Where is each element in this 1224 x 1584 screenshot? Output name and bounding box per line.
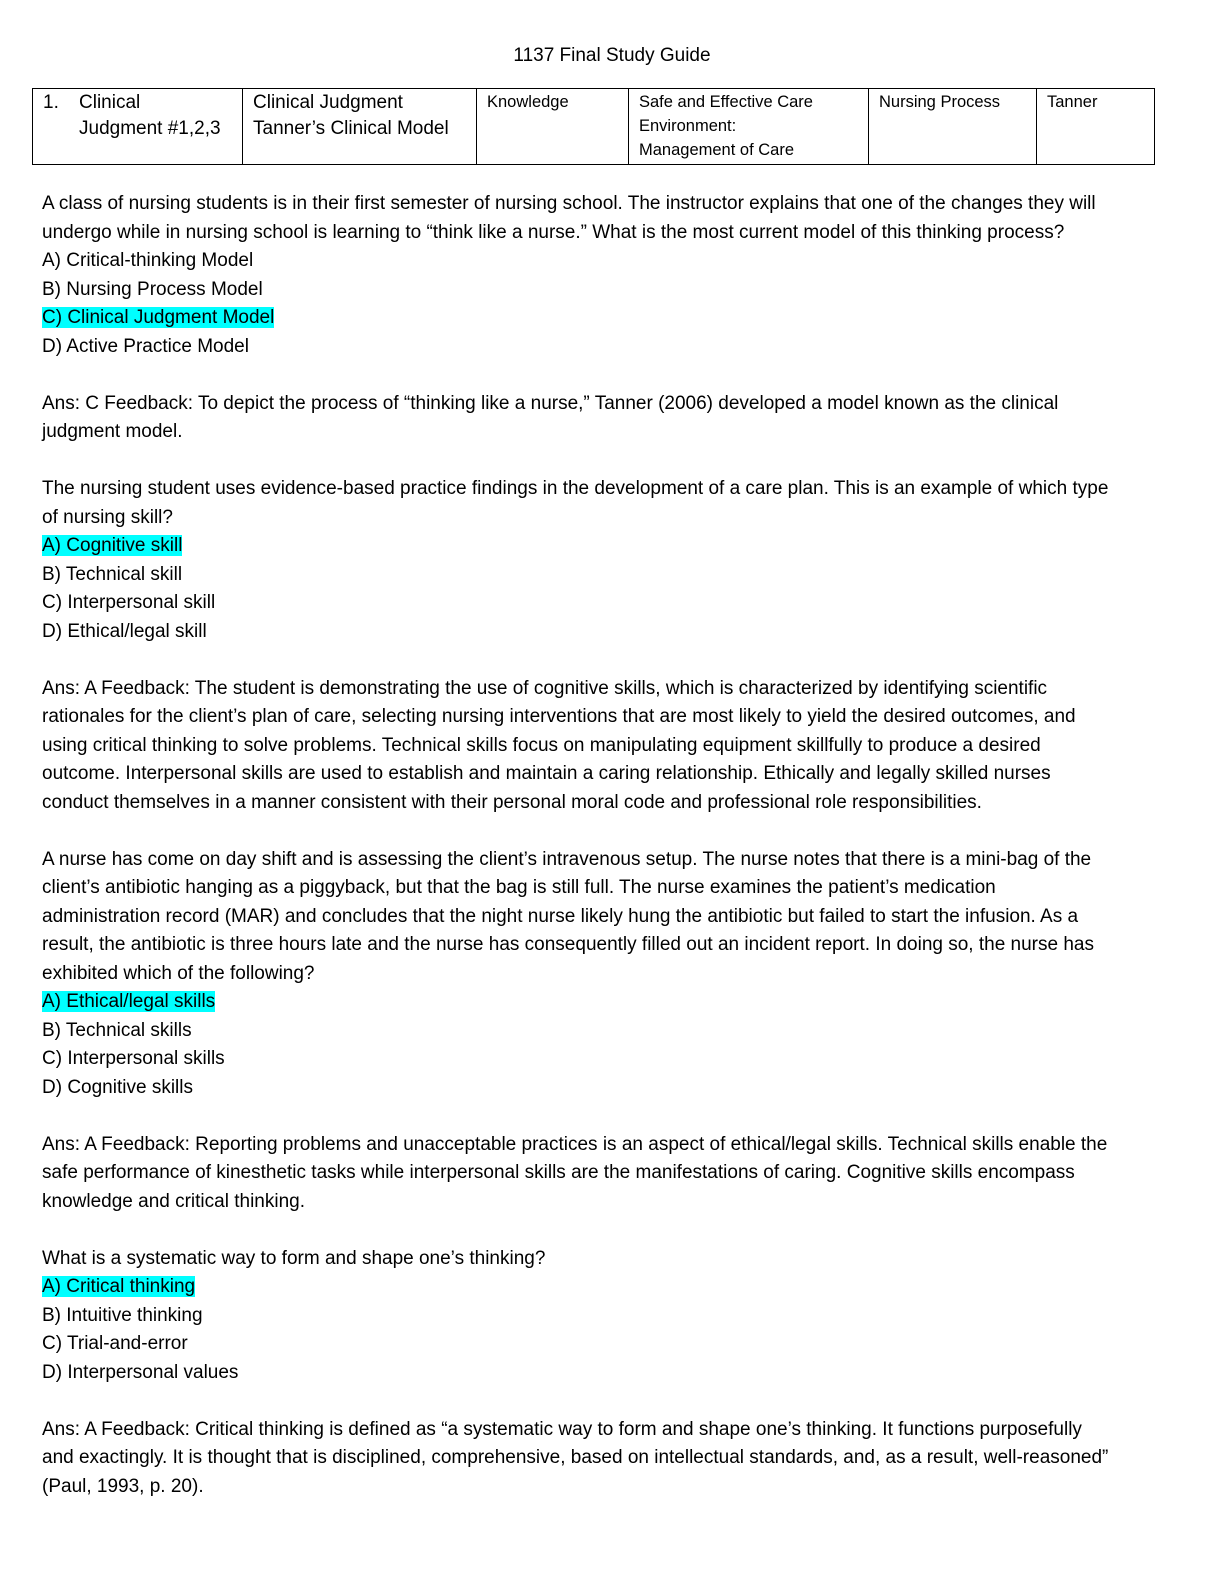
question-block: A nurse has come on day shift and is ass…	[42, 846, 1182, 1217]
answer-option: B) Technical skills	[42, 1019, 192, 1041]
answer-option: A) Critical-thinking Model	[42, 250, 254, 271]
cognitive-level-cell: Knowledge	[476, 88, 629, 165]
answer-feedback-line: safe performance of kinesthetic tasks wh…	[42, 1162, 1075, 1183]
question-block: What is a systematic way to form and sha…	[42, 1245, 1182, 1502]
question-block: A class of nursing students is in their …	[42, 190, 1182, 447]
question-stem-line: What is a systematic way to form and sha…	[42, 1247, 546, 1269]
subtopic-line: Tanner’s Clinical Model	[253, 118, 449, 139]
question-stem-line: exhibited which of the following?	[42, 962, 315, 984]
answer-option: B) Intuitive thinking	[42, 1304, 203, 1326]
client-need-line: Safe and Effective Care	[639, 93, 813, 111]
page-title: 1137 Final Study Guide	[513, 45, 711, 66]
integrated-process-cell: Nursing Process	[868, 88, 1037, 165]
answer-feedback-line: Ans: A Feedback: Reporting problems and …	[42, 1133, 1108, 1155]
answer-feedback-line: using critical thinking to solve problem…	[42, 734, 1041, 756]
question-stem-line: A nurse has come on day shift and is ass…	[42, 848, 1092, 870]
answer-option-correct: C) Clinical Judgment Model	[42, 304, 1182, 333]
answer-feedback-line: outcome. Interpersonal skills are used t…	[42, 763, 1051, 784]
subtopic-line: Clinical Judgment	[253, 92, 403, 113]
answer-feedback-line: Ans: C Feedback: To depict the process o…	[42, 392, 1059, 414]
concept-cell: 1. Clinical Judgment #1,2,3	[32, 88, 243, 165]
concept-line: Clinical	[79, 92, 141, 113]
question-stem-line: client’s antibiotic hanging as a piggyba…	[42, 877, 996, 898]
correct-highlight: A) Critical thinking	[42, 1276, 196, 1297]
answer-option: D) Interpersonal values	[42, 1361, 239, 1383]
answer-option-correct: A) Critical thinking	[42, 1273, 1182, 1302]
answer-option: D) Cognitive skills	[42, 1076, 193, 1098]
answer-feedback-line: (Paul, 1993, p. 20).	[42, 1475, 204, 1497]
answer-option-correct: A) Ethical/legal skills	[42, 988, 1182, 1017]
correct-highlight: C) Clinical Judgment Model	[42, 307, 275, 328]
topic-table: 1. Clinical Judgment #1,2,3 Clinical Jud…	[32, 88, 1155, 165]
answer-feedback-line: rationales for the client’s plan of care…	[42, 706, 1076, 727]
answer-option: D) Active Practice Model	[42, 335, 249, 357]
answer-option: B) Technical skill	[42, 563, 183, 585]
client-need-line: Management of Care	[639, 141, 795, 159]
question-stem-line: undergo while in nursing school is learn…	[42, 221, 1065, 243]
question-stem-line: The nursing student uses evidence-based …	[42, 478, 1109, 499]
answer-option: B) Nursing Process Model	[42, 278, 263, 300]
answer-option: D) Ethical/legal skill	[42, 620, 207, 642]
question-stem-line: A class of nursing students is in their …	[42, 193, 1096, 214]
source-cell: Tanner	[1036, 88, 1155, 165]
answer-feedback-line: conduct themselves in a manner consisten…	[42, 791, 982, 813]
concept-line: Judgment #1,2,3	[79, 118, 221, 139]
question-stem-line: result, the antibiotic is three hours la…	[42, 934, 1094, 955]
client-need-line: Environment:	[639, 117, 737, 135]
correct-highlight: A) Ethical/legal skills	[42, 991, 216, 1012]
answer-feedback-line: and exactingly. It is thought that is di…	[42, 1447, 1109, 1468]
answer-option: C) Interpersonal skills	[42, 1048, 225, 1069]
subtopic-cell: Clinical Judgment Tanner’s Clinical Mode…	[242, 88, 477, 165]
client-need-cell: Safe and Effective Care Environment: Man…	[628, 88, 869, 165]
question-block: The nursing student uses evidence-based …	[42, 475, 1182, 817]
answer-option-correct: A) Cognitive skill	[42, 532, 1182, 561]
answer-feedback-line: judgment model.	[42, 421, 183, 442]
answer-feedback-line: knowledge and critical thinking.	[42, 1190, 305, 1212]
topic-row: 1. Clinical Judgment #1,2,3 Clinical Jud…	[32, 88, 1155, 165]
answer-feedback-line: Ans: A Feedback: Critical thinking is de…	[42, 1418, 1082, 1440]
correct-highlight: A) Cognitive skill	[42, 535, 183, 556]
answer-feedback-line: Ans: A Feedback: The student is demonstr…	[42, 677, 1048, 699]
answer-option: C) Trial-and-error	[42, 1333, 188, 1354]
question-list: A class of nursing students is in their …	[42, 190, 1182, 1501]
topic-number: 1.	[43, 92, 59, 113]
question-stem-line: administration record (MAR) and conclude…	[42, 905, 1079, 927]
question-stem-line: of nursing skill?	[42, 506, 173, 528]
answer-option: C) Interpersonal skill	[42, 592, 216, 613]
